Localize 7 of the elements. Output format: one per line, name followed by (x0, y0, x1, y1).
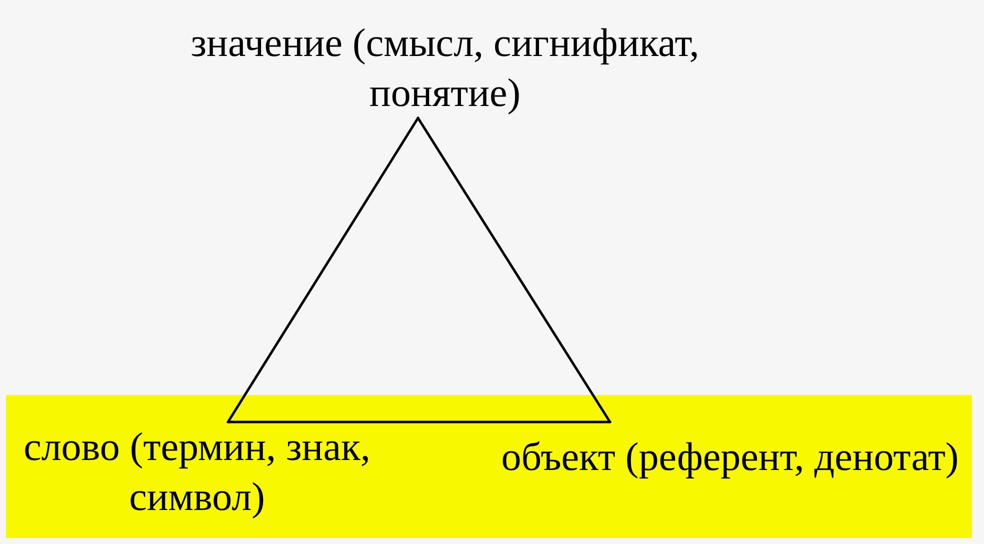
triangle-side (226, 116, 420, 424)
highlight-band (6, 395, 972, 538)
triangle-side (226, 420, 612, 424)
triangle-side (416, 116, 612, 424)
object-label: объект (референт, денотат) (501, 434, 959, 479)
word-label: слово (термин, знак, символ) (24, 424, 370, 519)
meaning-label: значение (смысл, сигнификат, понятие) (190, 20, 700, 115)
